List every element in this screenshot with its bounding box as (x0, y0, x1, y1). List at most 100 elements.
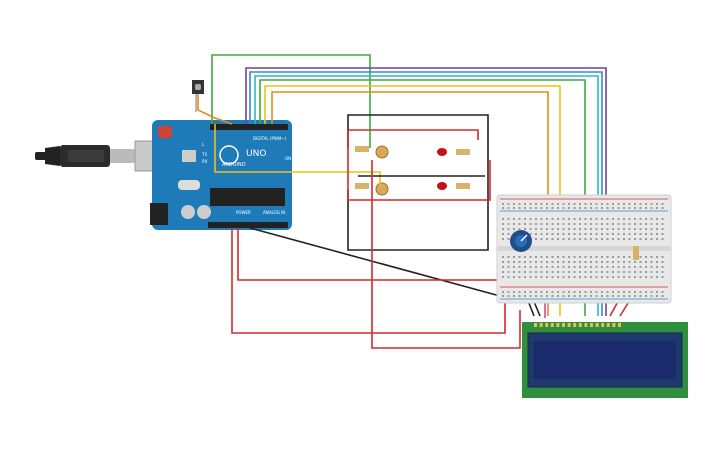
breadboard-hole[interactable] (535, 223, 537, 225)
breadboard-hole[interactable] (612, 295, 614, 297)
breadboard-hole[interactable] (557, 291, 559, 293)
breadboard-hole[interactable] (595, 261, 598, 263)
breadboard-hole[interactable] (524, 261, 526, 263)
breadboard-hole[interactable] (546, 271, 548, 273)
breadboard-hole[interactable] (529, 207, 532, 209)
breadboard-hole[interactable] (623, 276, 625, 278)
breadboard-hole[interactable] (562, 218, 565, 220)
breadboard-hole[interactable] (507, 207, 510, 209)
breadboard-hole[interactable] (628, 295, 631, 297)
breadboard-hole[interactable] (612, 238, 614, 240)
breadboard-hole[interactable] (507, 261, 510, 263)
breadboard-hole[interactable] (557, 233, 559, 235)
breadboard-hole[interactable] (579, 295, 581, 297)
breadboard-hole[interactable] (573, 256, 576, 258)
breadboard-hole[interactable] (502, 276, 504, 278)
breadboard-hole[interactable] (524, 207, 526, 209)
breadboard-hole[interactable] (612, 271, 614, 273)
breadboard-hole[interactable] (540, 223, 543, 225)
breadboard-hole[interactable] (661, 295, 664, 297)
breadboard-hole[interactable] (584, 291, 587, 293)
breadboard-hole[interactable] (656, 276, 658, 278)
breadboard-hole[interactable] (551, 266, 554, 268)
breadboard-hole[interactable] (606, 207, 609, 209)
breadboard-hole[interactable] (590, 223, 592, 225)
breadboard-hole[interactable] (557, 223, 559, 225)
breadboard-hole[interactable] (562, 256, 565, 258)
breadboard-hole[interactable] (612, 276, 614, 278)
breadboard-hole[interactable] (518, 203, 521, 205)
breadboard-hole[interactable] (623, 228, 625, 230)
breadboard-hole[interactable] (557, 228, 559, 230)
breadboard-hole[interactable] (645, 233, 647, 235)
breadboard-hole[interactable] (628, 223, 631, 225)
breadboard-hole[interactable] (617, 291, 620, 293)
breadboard-hole[interactable] (502, 218, 504, 220)
breadboard-hole[interactable] (524, 266, 526, 268)
breadboard-hole[interactable] (562, 261, 565, 263)
breadboard-hole[interactable] (573, 223, 576, 225)
breadboard-hole[interactable] (628, 238, 631, 240)
breadboard[interactable] (496, 194, 672, 304)
breadboard-hole[interactable] (656, 223, 658, 225)
breadboard-hole[interactable] (573, 233, 576, 235)
breadboard-hole[interactable] (535, 207, 537, 209)
breadboard-hole[interactable] (546, 238, 548, 240)
breadboard-hole[interactable] (590, 228, 592, 230)
breadboard-hole[interactable] (568, 218, 570, 220)
lcd-pin[interactable] (550, 323, 554, 327)
breadboard-hole[interactable] (590, 238, 592, 240)
breadboard-hole[interactable] (535, 256, 537, 258)
lcd-pin[interactable] (590, 323, 593, 327)
potentiometer-icon[interactable] (510, 230, 532, 252)
breadboard-hole[interactable] (573, 276, 576, 278)
breadboard-hole[interactable] (639, 218, 642, 220)
breadboard-hole[interactable] (502, 266, 504, 268)
breadboard-hole[interactable] (513, 218, 515, 220)
breadboard-hole[interactable] (601, 233, 603, 235)
breadboard-hole[interactable] (661, 271, 664, 273)
breadboard-hole[interactable] (595, 271, 598, 273)
breadboard-hole[interactable] (507, 256, 510, 258)
breadboard-hole[interactable] (612, 228, 614, 230)
breadboard-hole[interactable] (590, 233, 592, 235)
breadboard-hole[interactable] (634, 218, 636, 220)
breadboard-hole[interactable] (513, 256, 515, 258)
breadboard-hole[interactable] (573, 295, 576, 297)
breadboard-hole[interactable] (606, 203, 609, 205)
breadboard-hole[interactable] (535, 238, 537, 240)
breadboard-hole[interactable] (606, 291, 609, 293)
breadboard-hole[interactable] (524, 256, 526, 258)
breadboard-hole[interactable] (595, 291, 598, 293)
breadboard-hole[interactable] (502, 238, 504, 240)
breadboard-hole[interactable] (650, 207, 653, 209)
breadboard-hole[interactable] (617, 223, 620, 225)
breadboard-hole[interactable] (568, 238, 570, 240)
breadboard-hole[interactable] (540, 261, 543, 263)
breadboard-hole[interactable] (502, 233, 504, 235)
lcd-pin[interactable] (534, 323, 537, 327)
breadboard-hole[interactable] (656, 291, 658, 293)
breadboard-hole[interactable] (540, 266, 543, 268)
breadboard-hole[interactable] (518, 207, 521, 209)
breadboard-hole[interactable] (639, 295, 642, 297)
breadboard-hole[interactable] (573, 271, 576, 273)
breadboard-hole[interactable] (634, 203, 636, 205)
breadboard-hole[interactable] (650, 291, 653, 293)
breadboard-hole[interactable] (639, 203, 642, 205)
breadboard-hole[interactable] (612, 223, 614, 225)
breadboard-hole[interactable] (606, 218, 609, 220)
breadboard-hole[interactable] (518, 256, 521, 258)
lcd-pin[interactable] (545, 323, 549, 327)
breadboard-hole[interactable] (601, 271, 603, 273)
breadboard-hole[interactable] (623, 203, 625, 205)
breadboard-hole[interactable] (551, 238, 554, 240)
breadboard-hole[interactable] (634, 207, 636, 209)
breadboard-hole[interactable] (590, 218, 592, 220)
breadboard-hole[interactable] (645, 238, 647, 240)
breadboard-hole[interactable] (661, 276, 664, 278)
breadboard-hole[interactable] (579, 291, 581, 293)
breadboard-hole[interactable] (518, 223, 521, 225)
breadboard-hole[interactable] (540, 233, 543, 235)
breadboard-hole[interactable] (507, 228, 510, 230)
